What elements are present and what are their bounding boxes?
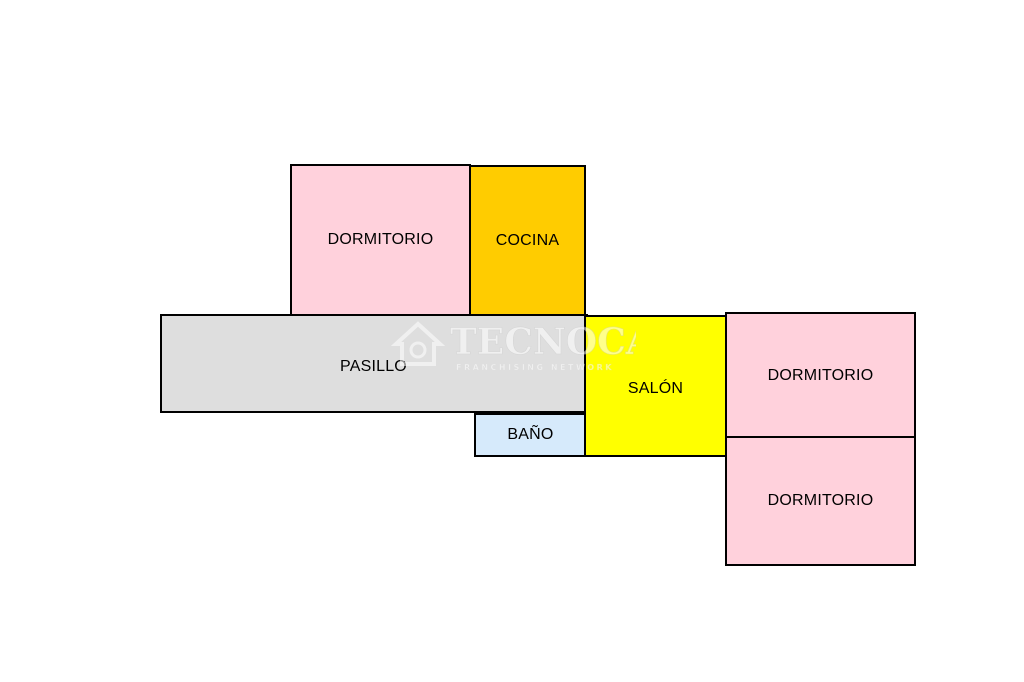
room-salon: SALÓN — [584, 315, 727, 457]
room-cocina: COCINA — [469, 165, 586, 316]
room-dormitorio-right-2: DORMITORIO — [725, 436, 916, 566]
room-dormitorio-right-1: DORMITORIO — [725, 312, 916, 439]
room-label: COCINA — [495, 231, 560, 249]
room-label: BAÑO — [507, 426, 554, 443]
room-label: SALÓN — [627, 380, 684, 397]
room-label: DORMITORIO — [767, 492, 874, 509]
room-dormitorio-top: DORMITORIO — [290, 164, 471, 316]
room-label: DORMITORIO — [767, 366, 874, 384]
room-bano: BAÑO — [474, 413, 587, 457]
room-label: DORMITORIO — [327, 231, 434, 248]
room-pasillo: PASILLO — [160, 314, 588, 413]
room-label: PASILLO — [340, 357, 407, 375]
